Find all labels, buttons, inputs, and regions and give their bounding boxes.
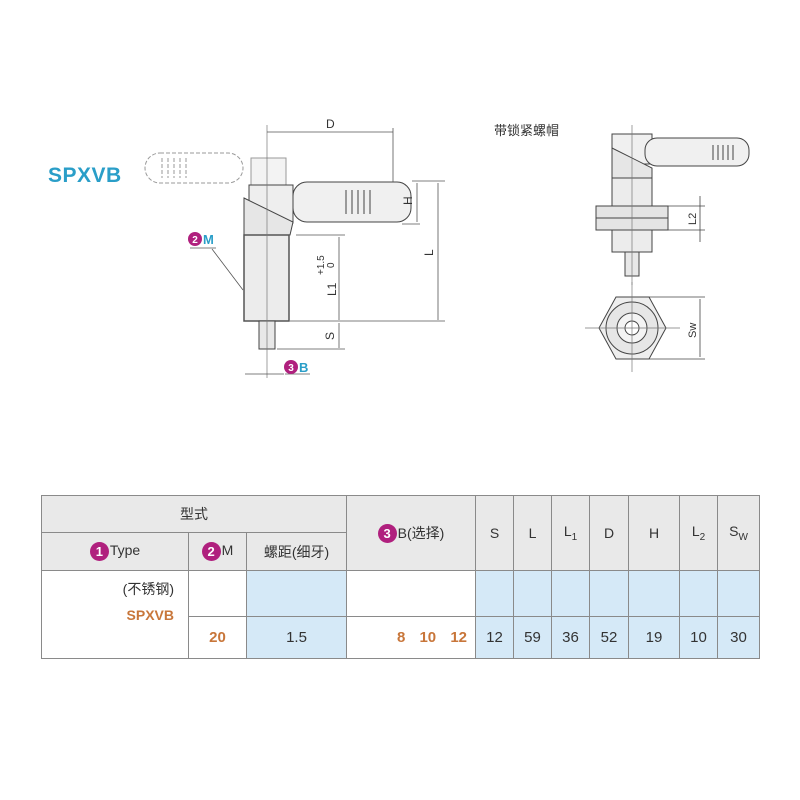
dim-empty-cell [589, 570, 629, 617]
callout-badge-B [284, 360, 298, 374]
b-empty-cell [346, 570, 476, 617]
dim-value-L2: 10 [679, 616, 718, 659]
pitch-empty-cell [246, 570, 347, 617]
dim-label-S: S [323, 332, 337, 340]
b-value: 12 [450, 629, 467, 646]
dim-sub: W [738, 531, 748, 543]
callout-label-B: B [299, 360, 308, 375]
b-values: 8 10 12 [346, 616, 476, 659]
badge-3: 3 [377, 524, 397, 544]
badge-1: 1 [89, 542, 109, 561]
header-type-group: 型式 [41, 495, 347, 533]
header-type-label: Type [109, 542, 141, 559]
dim-empty-cell [628, 570, 680, 617]
type-cell: (不锈钢) SPXVB [41, 570, 189, 659]
lock-nut-top-view [585, 282, 705, 372]
b-value: 10 [419, 629, 437, 646]
handle-grip-lines [345, 190, 371, 214]
technical-drawing: D H L L1 +1.5 0 S 2 M 3 B L2 [144, 117, 750, 378]
dim-value-L1: 36 [551, 616, 590, 659]
callout-number-B: 3 [288, 363, 294, 374]
header-pitch: 螺距(细牙) [246, 532, 347, 571]
dim-empty-cell [551, 570, 590, 617]
dim-value-L: 59 [513, 616, 552, 659]
pitch-value: 1.5 [246, 616, 347, 659]
dim-label-D: D [326, 117, 335, 131]
dim-label-Sw: Sw [687, 323, 699, 338]
dim-label-L1-tol-lower: 0 [326, 262, 337, 268]
callout-label-M: M [203, 232, 214, 247]
dim-empty-cell [717, 570, 760, 617]
dim-label-L1: L1 [325, 282, 339, 296]
m-value: 20 [188, 616, 247, 659]
material-label: (不锈钢) [122, 581, 174, 597]
dim-main: D [603, 525, 615, 541]
lock-nut-side-view [595, 125, 750, 285]
dim-main: L [691, 523, 700, 540]
type-value: SPXVB [126, 607, 174, 623]
dim-value-H: 19 [628, 616, 680, 659]
header-dim-D: D [589, 495, 629, 571]
dim-main: S [489, 525, 500, 541]
b-value: 8 [396, 629, 406, 646]
dim-value-Sw: 30 [717, 616, 760, 659]
lock-nut-caption: 带锁紧螺帽 [494, 123, 560, 138]
dim-main: L [563, 523, 572, 540]
dim-value-D: 52 [589, 616, 629, 659]
callout-number-M: 2 [192, 235, 198, 246]
dim-empty-cell [679, 570, 718, 617]
handle-dashed-position [144, 152, 244, 184]
dim-label-L1-tol-upper: +1.5 [316, 255, 327, 275]
m-empty-cell [188, 570, 247, 617]
dim-sub: 2 [699, 531, 706, 543]
threaded-body [243, 234, 290, 322]
dim-label-L: L [422, 249, 436, 256]
header-dim-L2: L2 [679, 495, 718, 571]
cap-top [250, 157, 287, 187]
dim-main: H [648, 525, 660, 541]
dim-empty-cell [475, 570, 514, 617]
dim-empty-cell [513, 570, 552, 617]
dim-label-L2: L2 [687, 213, 699, 225]
header-b-label: B(选择) [397, 524, 445, 541]
badge-2: 2 [201, 542, 221, 561]
dimension-lines [190, 128, 445, 375]
dim-main: L [528, 525, 537, 541]
header-dim-L1: L1 [551, 495, 590, 571]
dim-value-S: 12 [475, 616, 514, 659]
dim-sub: 1 [571, 531, 578, 543]
model-title: SPXVB [48, 164, 122, 187]
dim-main: S [729, 523, 739, 540]
dim-label-H: H [401, 196, 415, 205]
header-m-label: M [221, 542, 234, 559]
header-dim-S: S [475, 495, 514, 571]
header-dim-L: L [513, 495, 552, 571]
header-dim-H: H [628, 495, 680, 571]
callout-badge-M [188, 232, 202, 246]
cam-slope [243, 197, 294, 236]
header-dim-Sw: SW [717, 495, 760, 571]
